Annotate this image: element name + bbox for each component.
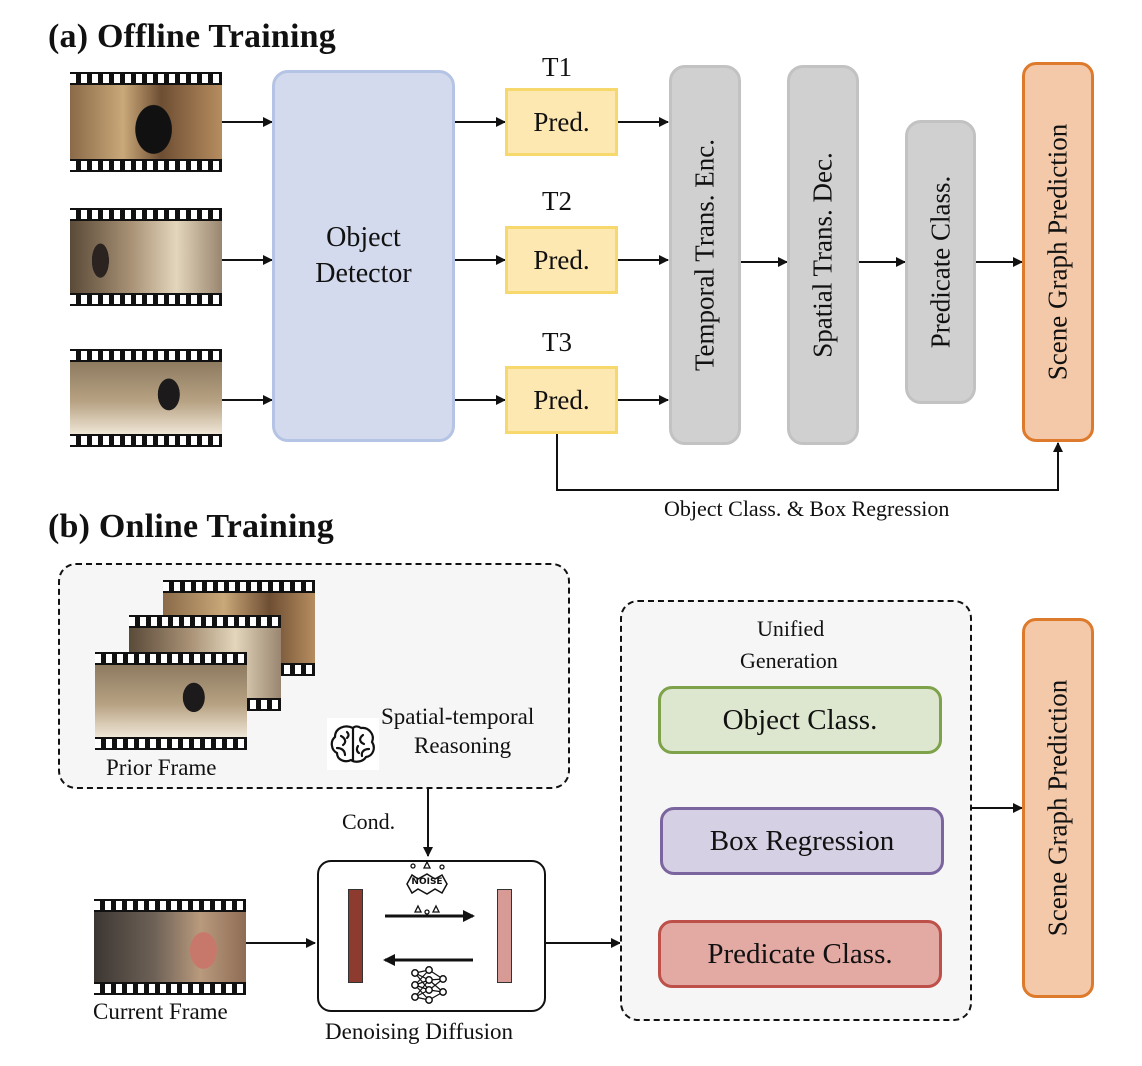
- diffusion-arrows: [383, 910, 475, 966]
- object-class-box: Object Class.: [658, 686, 942, 754]
- scene-graph-prediction-online-label: Scene Graph Prediction: [1042, 679, 1073, 937]
- denoising-diffusion-label: Denoising Diffusion: [325, 1019, 514, 1044]
- object-detector-box: Object Detector: [272, 70, 455, 442]
- online-section-title: (b) Online Training: [48, 508, 334, 545]
- predicate-classifier-label: Predicate Class.: [925, 175, 955, 349]
- box-regression-box: Box Regression: [660, 807, 944, 875]
- spatial-transformer-decoder: Spatial Trans. Dec.: [787, 65, 859, 445]
- noise-label: NOISE: [411, 877, 443, 887]
- clean-bar: [497, 889, 512, 983]
- neural-network-icon: [411, 966, 447, 1004]
- current-frame-label: Current Frame: [93, 999, 228, 1024]
- brain-icon: [327, 718, 379, 770]
- scene-graph-prediction-offline-label: Scene Graph Prediction: [1042, 123, 1073, 381]
- film-frame-icon: [95, 652, 247, 750]
- object-detector-label-line1: Object: [326, 222, 401, 253]
- pred-box-t1: Pred.: [505, 88, 618, 156]
- noise-particles: [410, 860, 445, 915]
- unified-label-line2: Generation: [740, 648, 838, 673]
- predicate-classifier: Predicate Class.: [905, 120, 976, 404]
- film-frame-icon: [70, 72, 222, 172]
- pred-box-t3: Pred.: [505, 366, 618, 434]
- temporal-transformer-encoder: Temporal Trans. Enc.: [669, 65, 741, 445]
- offline-section-title: (a) Offline Training: [48, 18, 336, 55]
- predicate-class-box: Predicate Class.: [658, 920, 942, 988]
- scene-graph-prediction-online: Scene Graph Prediction: [1022, 618, 1094, 998]
- prior-frame-label: Prior Frame: [106, 755, 217, 780]
- t1-label: T1: [542, 52, 572, 82]
- cond-label: Cond.: [342, 809, 396, 834]
- noisy-bar: [348, 889, 363, 983]
- pred-box-t2: Pred.: [505, 226, 618, 294]
- object-detector-label-line2: Detector: [315, 258, 412, 289]
- noise-icon: NOISE: [404, 872, 450, 896]
- film-frame-icon: [94, 899, 246, 995]
- reasoning-label-line2: Reasoning: [414, 733, 512, 758]
- scene-graph-prediction-offline: Scene Graph Prediction: [1022, 62, 1094, 442]
- film-frame-icon: [70, 208, 222, 306]
- reasoning-label-line1: Spatial-temporal: [381, 704, 535, 729]
- bypass-label: Object Class. & Box Regression: [664, 496, 950, 521]
- unified-label-line1: Unified: [757, 616, 825, 641]
- spatial-transformer-decoder-label: Spatial Trans. Dec.: [807, 152, 838, 358]
- temporal-transformer-encoder-label: Temporal Trans. Enc.: [689, 138, 720, 372]
- film-frame-icon: [70, 349, 222, 447]
- t2-label: T2: [542, 186, 572, 216]
- t3-label: T3: [542, 327, 572, 357]
